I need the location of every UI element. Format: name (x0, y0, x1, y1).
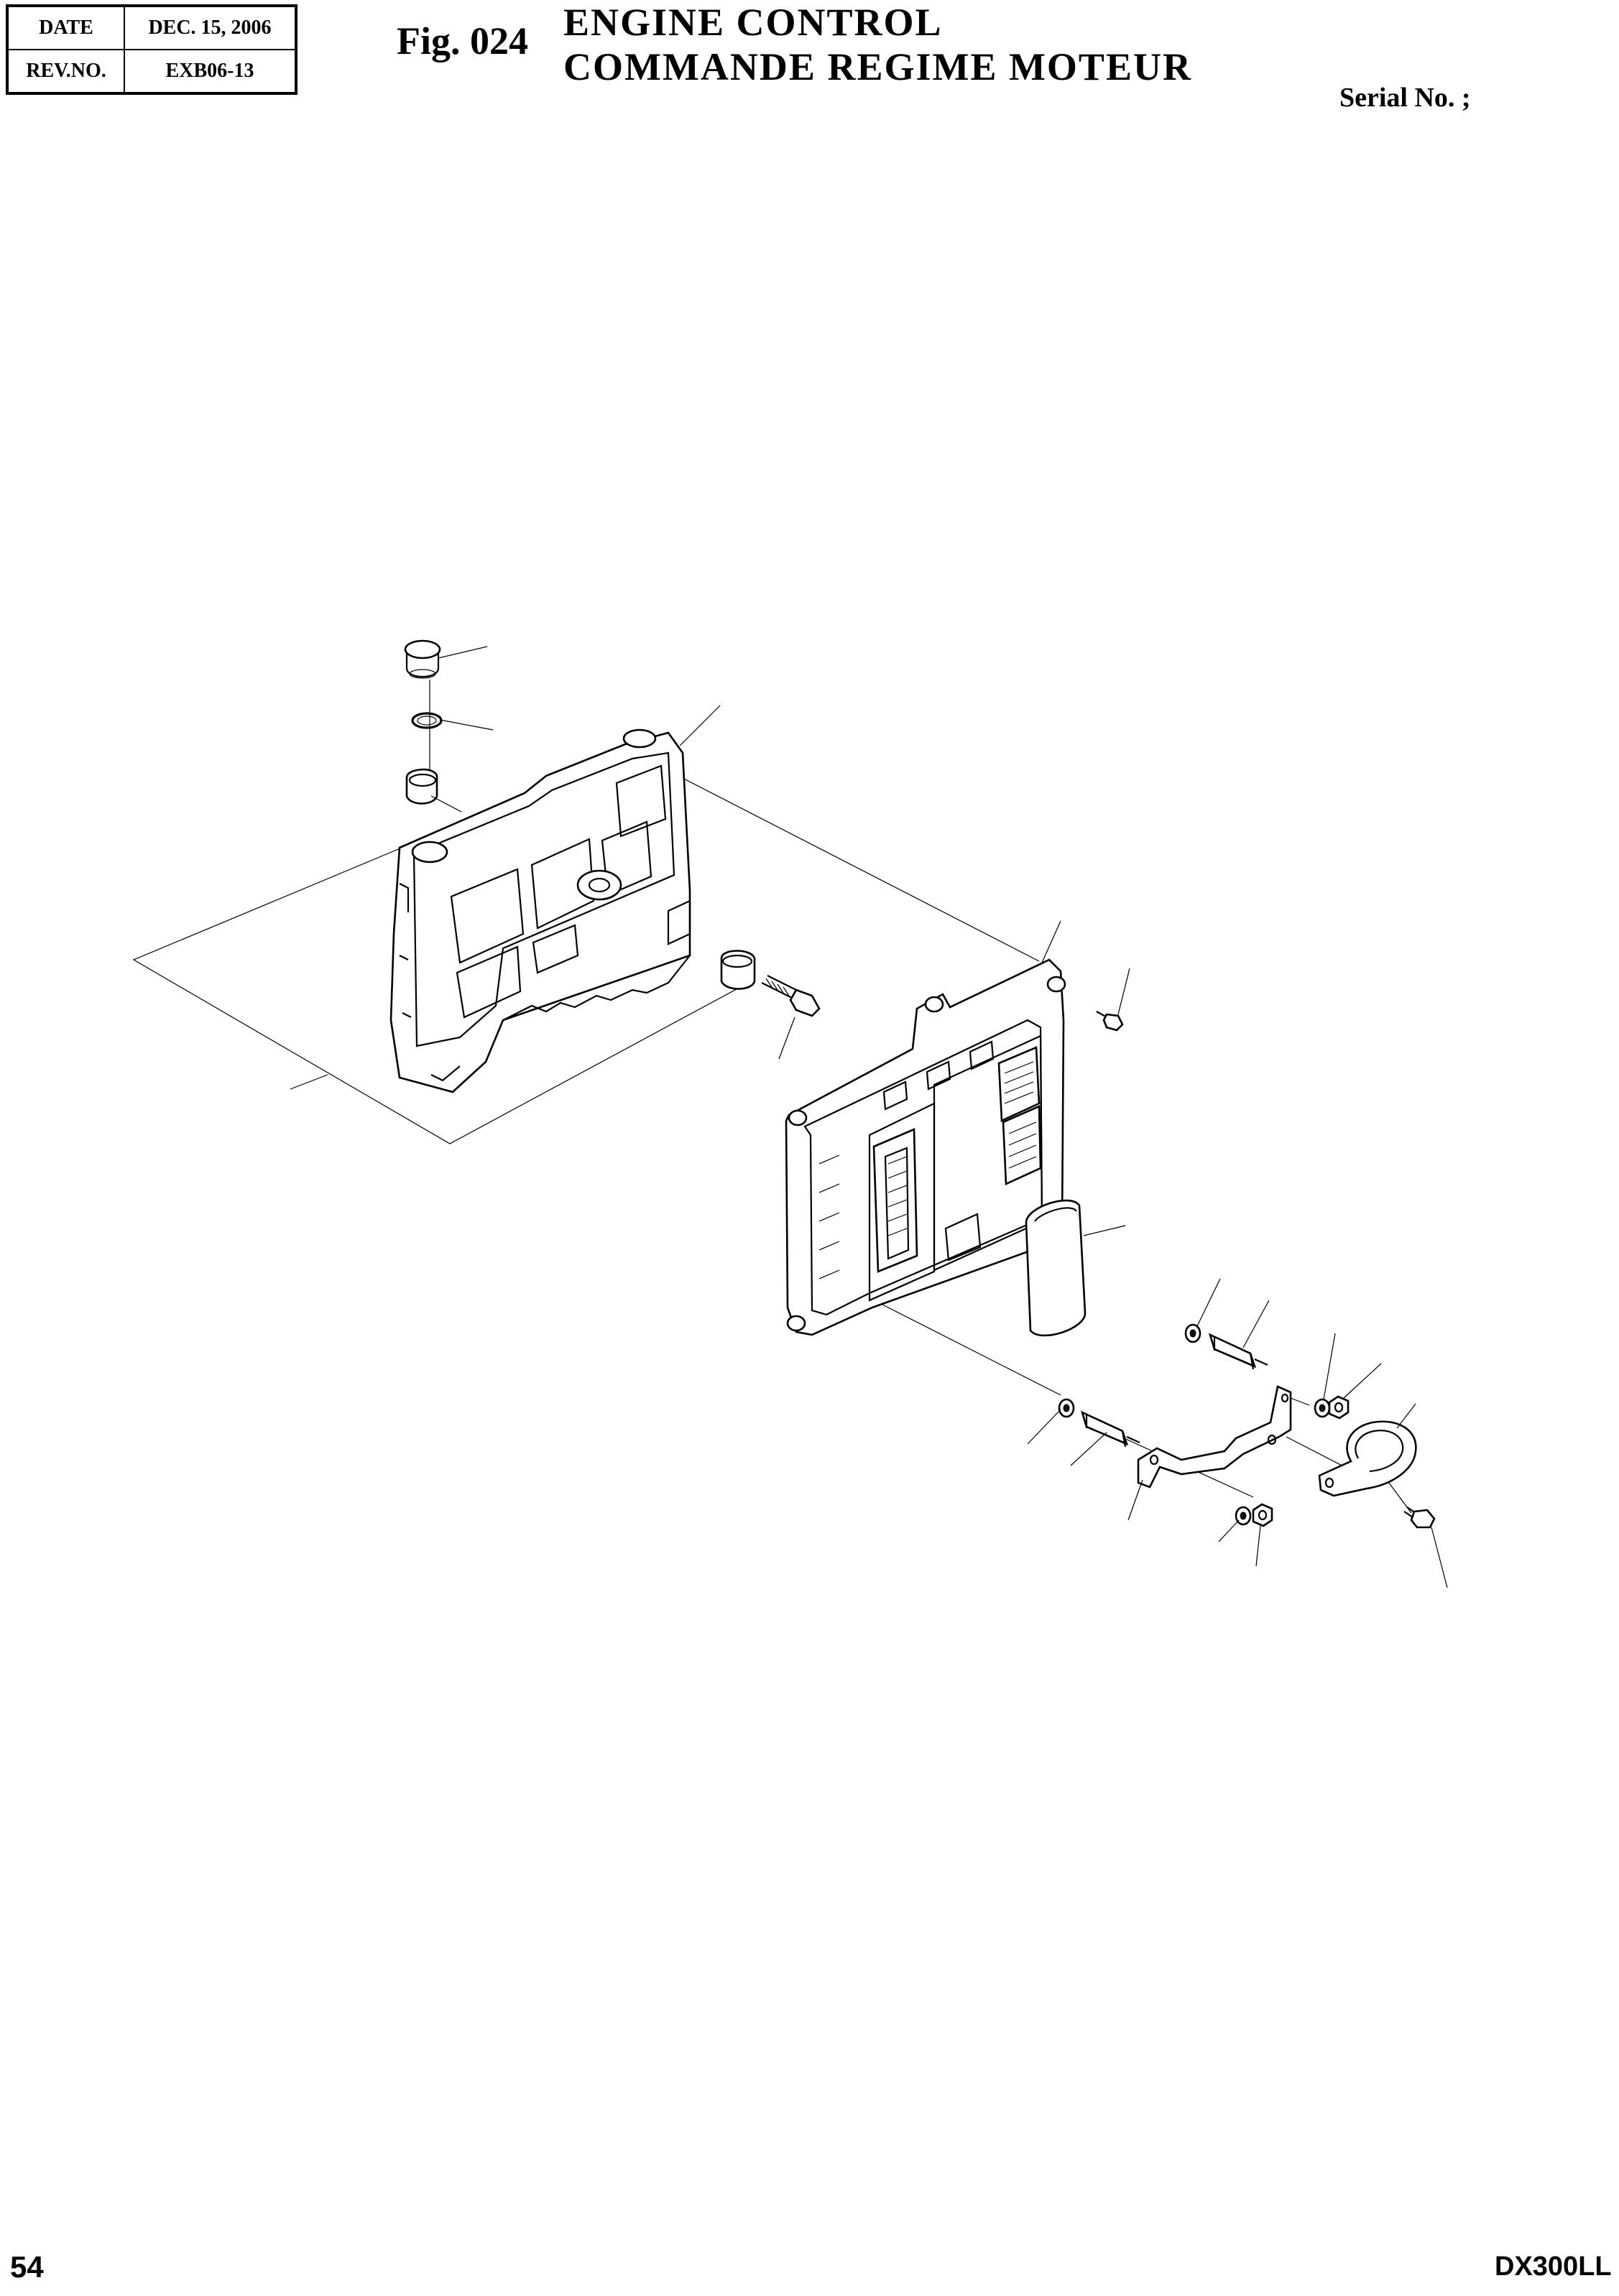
serial-number-label: Serial No. ; (1339, 83, 1471, 113)
standoff-parts (1080, 1333, 1268, 1448)
date-label: DATE (6, 5, 125, 50)
leader-lines (290, 646, 1448, 1588)
bracket-part (1137, 1385, 1292, 1489)
control-unit-part (785, 958, 1066, 1336)
title-english: ENGINE CONTROL (563, 1, 943, 44)
model-code: DX300LL (1495, 2251, 1612, 2282)
o-ring-part (411, 712, 443, 729)
clamp-part (1318, 1420, 1417, 1497)
rev-label: REV.NO. (6, 49, 125, 94)
title-french: COMMANDE REGIME MOTEUR (563, 45, 1192, 88)
connector-cover-part (1025, 1199, 1087, 1337)
bushing-part (405, 768, 438, 805)
rev-value: EXB06-13 (124, 49, 297, 94)
plug-part (404, 639, 441, 679)
assembly-reference-lines (132, 680, 1412, 1514)
screw-part (1096, 1011, 1124, 1032)
page-number: 54 (10, 2250, 44, 2284)
washer-parts (1058, 1323, 1331, 1526)
grommet-part (720, 950, 756, 990)
date-value: DEC. 15, 2006 (124, 5, 297, 50)
mounting-plate-part (389, 728, 691, 1093)
bolt-part (761, 975, 821, 1017)
revision-block: DATE DEC. 15, 2006 REV.NO. EXB06-13 (6, 4, 297, 95)
nut-parts (1252, 1395, 1350, 1527)
figure-number: Fig. 024 (397, 19, 528, 63)
small-bolt-part (1403, 1506, 1436, 1529)
